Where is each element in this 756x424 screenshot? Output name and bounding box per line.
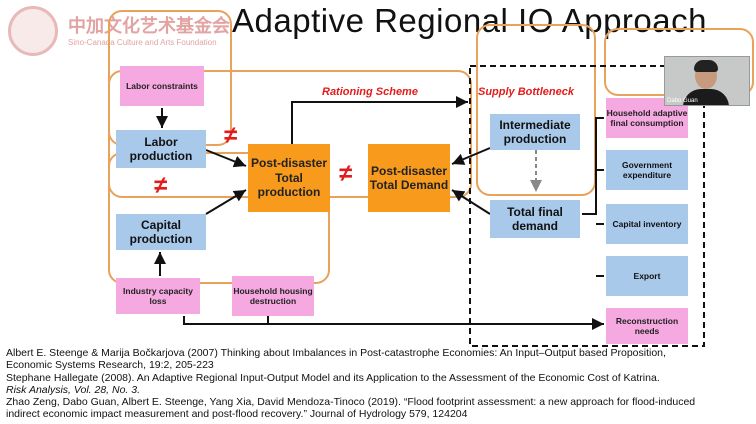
- reconstruction-needs-box: Reconstruction needs: [606, 308, 688, 344]
- slide-title: Adaptive Regional IO Approach: [232, 2, 707, 39]
- video-thumbnail[interactable]: Dabo Guan: [664, 56, 750, 106]
- household-housing-destruction-text: Household housing destruction: [233, 285, 313, 306]
- feedback-line-bottom: [183, 316, 597, 325]
- reference-line: indirect economic impact measurement and…: [6, 408, 468, 421]
- not-equal-sign-center: ≠: [339, 160, 353, 187]
- intermediate-production-box: Intermediate production: [490, 114, 580, 150]
- highlight-ring-capital: [108, 152, 330, 284]
- arrow-capital-to-production: [205, 189, 247, 215]
- reference-line: Stephane Hallegate (2008). An Adaptive R…: [6, 371, 660, 384]
- supply-bottleneck-label: Supply Bottleneck: [478, 86, 574, 98]
- arrow-labor-to-production: [205, 149, 247, 168]
- total-demand-text: Post-disaster Total Demand: [369, 163, 449, 192]
- total-production-box: Post-disaster Total production: [248, 144, 330, 212]
- industry-capacity-loss-box: Industry capacity loss: [116, 278, 200, 314]
- capital-production-box: Capital production: [116, 214, 206, 250]
- demand-region-border: [469, 65, 705, 347]
- bracket-final-components: [582, 117, 604, 215]
- labor-constraints-box: Labor constraints: [120, 66, 204, 106]
- total-demand-box: Post-disaster Total Demand: [368, 144, 450, 212]
- reference-line: Economic Systems Research, 19:2, 205-223: [6, 359, 214, 372]
- total-final-demand-box: Total final demand: [490, 200, 580, 238]
- capital-production-text: Capital production: [129, 217, 193, 246]
- labor-production-box: Labor production: [116, 130, 206, 168]
- household-consumption-text: Household adaptive final consumption: [606, 107, 688, 128]
- government-expenditure-box: Government expenditure: [606, 150, 688, 190]
- total-final-demand-text: Total final demand: [507, 204, 563, 233]
- references: Albert E. Steenge & Marija Bočkarjova (2…: [6, 347, 754, 421]
- speaker-body: [683, 89, 729, 105]
- labor-constraints-text: Labor constraints: [126, 80, 198, 91]
- reconstruction-needs-text: Reconstruction needs: [615, 315, 679, 336]
- speaker-name-tag: Dabo Guan: [667, 98, 698, 104]
- arrow-rationing-scheme: [291, 96, 468, 144]
- not-equal-sign-capital: ≠: [154, 172, 168, 199]
- speaker-hair: [694, 60, 718, 72]
- rationing-scheme-label: Rationing Scheme: [322, 86, 418, 98]
- arrow-intermediate-to-demand: [451, 147, 491, 165]
- industry-capacity-loss-text: Industry capacity loss: [123, 285, 193, 306]
- highlight-ring-supply: [476, 24, 596, 196]
- export-text: Export: [633, 270, 661, 281]
- labor-production-text: Labor production: [129, 134, 193, 163]
- maple-leaf-icon: [8, 6, 58, 56]
- capital-inventory-box: Capital inventory: [606, 204, 688, 244]
- total-production-text: Post-disaster Total production: [250, 156, 328, 200]
- capital-inventory-text: Capital inventory: [612, 218, 682, 229]
- arrow-final-to-demand: [451, 189, 491, 215]
- intermediate-production-text: Intermediate production: [499, 117, 571, 146]
- reference-line: Albert E. Steenge & Marija Bočkarjova (2…: [6, 347, 666, 359]
- reference-line: Risk Analysis, Vol. 28, No. 3.: [6, 383, 141, 396]
- not-equal-sign-labor: ≠: [224, 122, 238, 149]
- household-housing-destruction-box: Household housing destruction: [232, 276, 314, 316]
- reference-line: Zhao Zeng, Dabo Guan, Albert E. Steenge,…: [6, 396, 696, 409]
- export-box: Export: [606, 256, 688, 296]
- logo-name-en: Sino-Canada Culture and Arts Foundation: [68, 38, 217, 47]
- government-expenditure-text: Government expenditure: [621, 159, 673, 180]
